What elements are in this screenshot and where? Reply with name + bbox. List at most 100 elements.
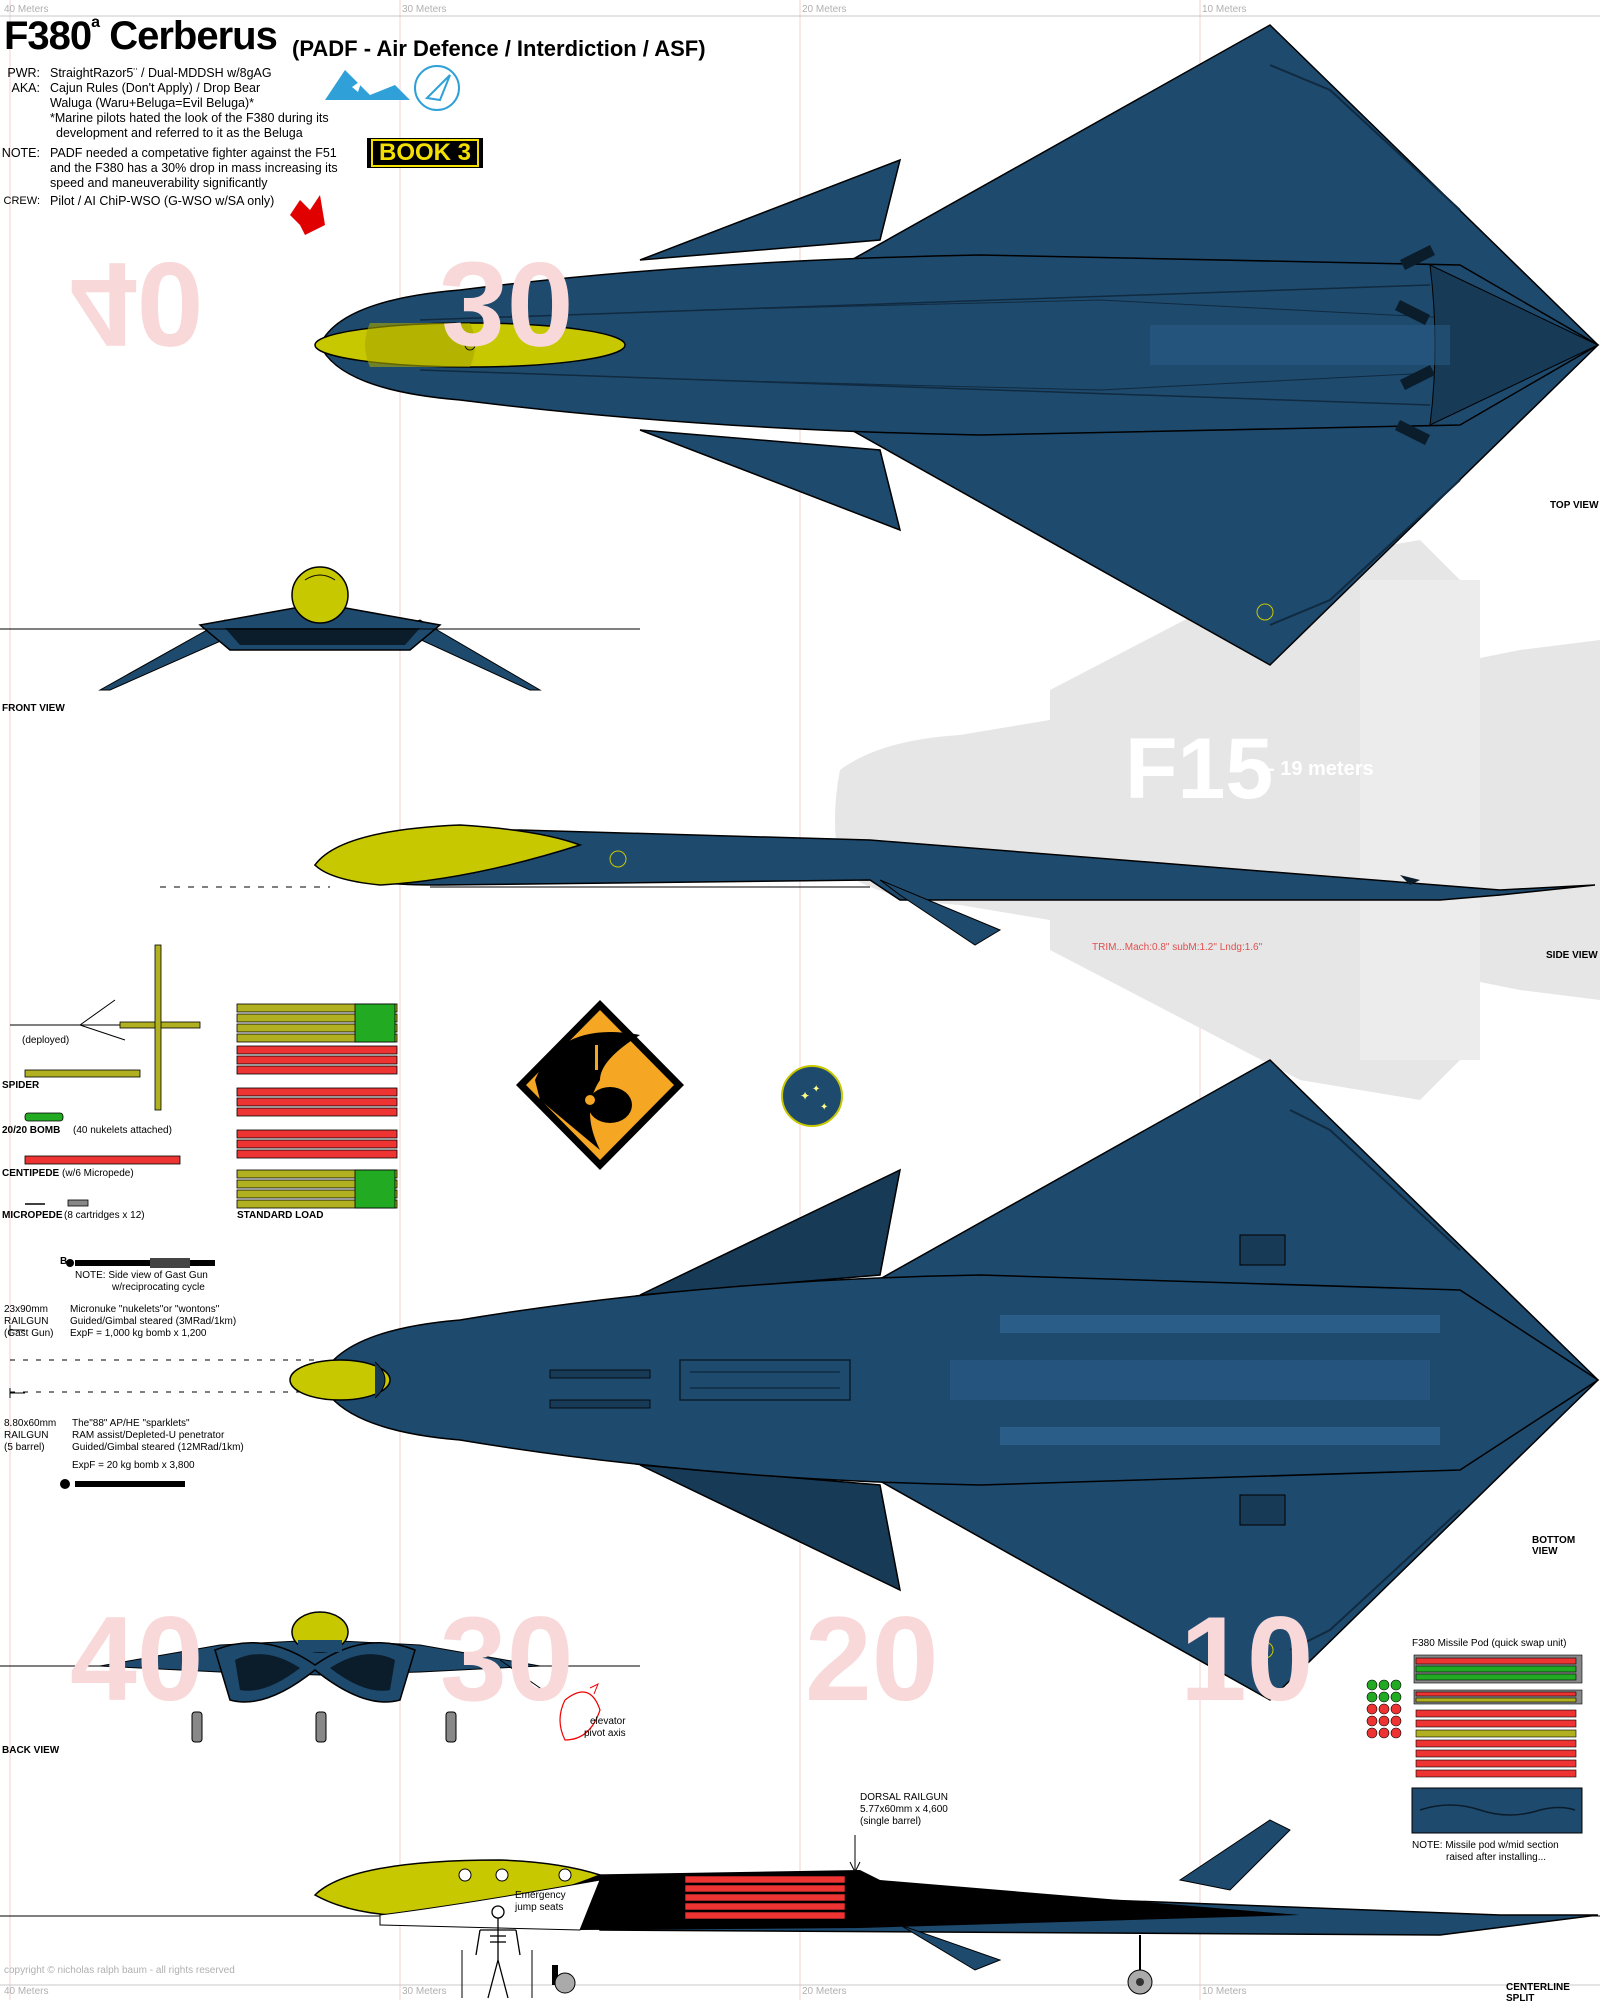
centerline-split-aircraft [0, 1819, 1600, 1999]
page-subtitle: (PADF - Air Defence / Interdiction / ASF… [292, 36, 706, 61]
rg2-caliber: 8.80x60mm [4, 1418, 57, 1429]
top-ruler [0, 15, 1600, 1986]
f15-size-label: - 19 meters [1268, 758, 1374, 780]
drop-bear-sign [516, 1000, 684, 1170]
top-view-roundel [1256, 603, 1274, 621]
spec-aka-line3: *Marine pilots hated the look of the F38… [50, 111, 329, 125]
rg1-type: RAILGUN [4, 1316, 49, 1327]
gast-gun-side [66, 1258, 215, 1268]
spec-pwr-key: PWR: [7, 66, 40, 80]
emergency-label-1: Emergency [515, 1890, 566, 1901]
page-title: F380a Cerberus [4, 14, 278, 59]
ruler-top-30: 30 Meters [402, 4, 447, 15]
label-top-view: TOP VIEW [1550, 500, 1599, 511]
rg2-type: RAILGUN [4, 1430, 49, 1441]
svg-text:✦: ✦ [812, 1084, 820, 1095]
rg2-desc-3: Guided/Gimbal steared (12MRad/1km) [72, 1442, 244, 1453]
bottom-view-aircraft [289, 1059, 1600, 1701]
centipede-weapon [24, 1155, 181, 1165]
spec-aka-line4: development and referred to it as the Be… [56, 126, 303, 140]
dorsal-railgun-barrel: (single barrel) [860, 1816, 922, 1827]
model-superscript: a [91, 14, 100, 31]
aircraft-name: Cerberus [109, 14, 278, 58]
spider-weapon [10, 944, 201, 1111]
sparklet-round [60, 1479, 185, 1489]
pauldron-logo [325, 70, 410, 100]
missile-pod-title: F380 Missile Pod (quick swap unit) [1412, 1638, 1567, 1649]
svg-text:✦: ✦ [820, 1102, 828, 1113]
dorsal-railgun-label: DORSAL RAILGUN [860, 1792, 948, 1803]
meter-number-40-top: 40 [70, 237, 204, 371]
ruler-bottom-30: 30 Meters [402, 1986, 447, 1997]
missile-pod-diagram [1366, 1654, 1583, 1834]
back-view-aircraft [0, 1611, 640, 1743]
rg2-desc-2: RAM assist/Depleted-U penetrator [72, 1430, 225, 1441]
bomb-note: (40 nukelets attached) [73, 1125, 172, 1136]
copyright-notice: copyright © nicholas ralph baum - all ri… [4, 1965, 235, 1976]
svg-text:✦: ✦ [800, 1089, 810, 1103]
spec-note-line3: speed and maneuverability significantly [50, 176, 268, 190]
meter-number-20-bottom: 20 [805, 1592, 939, 1726]
label-bomb: 20/20 BOMB [2, 1125, 61, 1136]
label-centerline-split: CENTERLINE SPLIT [1506, 1982, 1570, 2004]
front-view-aircraft [0, 566, 640, 691]
spec-aka-key: AKA: [11, 81, 41, 95]
compass-logo [414, 65, 460, 111]
star-roundel-insignia: ✦ ✦ ✦ [781, 1065, 843, 1127]
label-side-view: SIDE VIEW [1546, 950, 1598, 961]
rg1-desc-1: Micronuke "nukelets"or "wontons" [70, 1304, 220, 1315]
label-front-view: FRONT VIEW [2, 703, 65, 714]
ruler-top-20: 20 Meters [802, 4, 847, 15]
label-centipede: CENTIPEDE [2, 1168, 60, 1179]
meter-number-10-bottom: 10 [1180, 1592, 1314, 1726]
elevator-label-1: elevator [590, 1716, 626, 1727]
model-number: F380 [4, 14, 92, 58]
gast-note-2: w/reciprocating cycle [112, 1282, 205, 1293]
spec-note-line1: PADF needed a competative fighter agains… [50, 146, 337, 160]
rg1-desc-3: ExpF = 1,000 kg bomb x 1,200 [70, 1328, 207, 1339]
label-bottom-view: BOTTOM VIEW [1532, 1535, 1576, 1557]
elevator-label-2: pivot axis [584, 1728, 626, 1739]
rg2-subtype: (5 barrel) [4, 1442, 45, 1453]
spec-aka-line2: Waluga (Waru+Beluga=Evil Beluga)* [50, 96, 255, 110]
meter-number-30-top: 30 [440, 237, 574, 371]
rg2-desc-4: ExpF = 20 kg bomb x 3,800 [72, 1460, 195, 1471]
bomb-weapon [24, 1112, 64, 1122]
trim-readout: TRIM...Mach:0.8" subM:1.2" Lndg:1.6" [1092, 942, 1263, 953]
top-view-vents [1395, 245, 1435, 445]
book-badge: BOOK 3 [367, 138, 483, 168]
ruler-top-40: 40 Meters [4, 4, 49, 15]
label-spider: SPIDER [2, 1080, 40, 1091]
side-view-aircraft [160, 824, 1596, 946]
ruler-top-10: 10 Meters [1202, 4, 1247, 15]
micropede-weapon [25, 1199, 89, 1207]
book-badge-text: BOOK 3 [370, 139, 479, 167]
label-standard-load: STANDARD LOAD [237, 1210, 324, 1221]
rg1-subtype: (Gast Gun) [4, 1328, 54, 1339]
f15-label: F15 [1125, 721, 1274, 817]
ruler-bottom-20: 20 Meters [802, 1986, 847, 1997]
ruler-bottom-40: 40 Meters [4, 1986, 49, 1997]
spec-pwr-value: StraightRazor5¨ / Dual-MDDSH w/8gAG [50, 66, 272, 80]
red-mascot-logo [290, 195, 325, 235]
centipede-note: (w/6 Micropede) [62, 1168, 134, 1179]
label-micropede: MICROPEDE [2, 1210, 63, 1221]
gast-note-1: NOTE: Side view of Gast Gun [75, 1270, 208, 1281]
dorsal-railgun-caliber: 5.77x60mm x 4,600 [860, 1804, 948, 1815]
skeleton-figure [475, 1905, 521, 1999]
spec-note-key: NOTE: [1, 146, 40, 160]
rg1-desc-2: Guided/Gimbal steared (3MRad/1km) [70, 1316, 237, 1327]
missile-pod-note-2: raised after installing... [1446, 1852, 1547, 1863]
gast-gun-letter: B [60, 1256, 68, 1267]
rg1-caliber: 23x90mm [4, 1304, 48, 1315]
spec-block: PWR: StraightRazor5¨ / Dual-MDDSH w/8gAG… [0, 66, 340, 216]
top-view-aircraft [314, 24, 1600, 666]
missile-pod-note-1: NOTE: Missile pod w/mid section [1412, 1840, 1559, 1851]
label-back-view: BACK VIEW [2, 1745, 60, 1756]
rg2-desc-1: The"88" AP/HE "sparklets" [72, 1418, 190, 1429]
spec-aka-line1: Cajun Rules (Don't Apply) / Drop Bear [50, 81, 261, 95]
emergency-label-2: jump seats [515, 1902, 564, 1913]
standard-load-rack [236, 1003, 398, 1209]
top-view-canard-lower [639, 429, 902, 532]
